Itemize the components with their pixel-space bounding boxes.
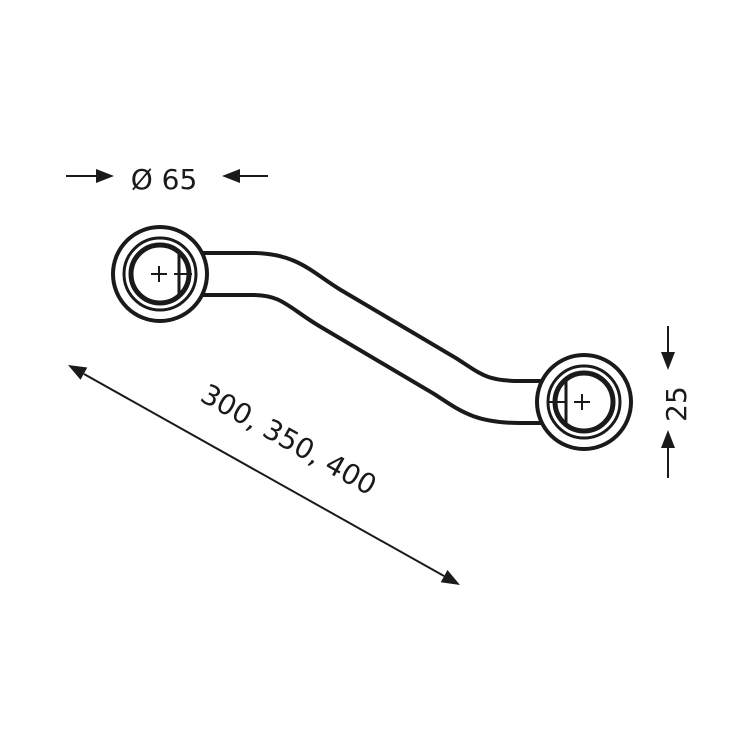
right-flange [535,353,633,451]
diameter-dimension: Ø 65 [66,163,268,196]
length-arrowhead-start [68,365,88,380]
length-dimension: 300, 350, 400 [68,365,460,585]
diameter-right-arrowhead [222,169,240,183]
length-arrowhead-end [440,570,460,585]
height-dimension: 25 [660,326,693,478]
length-arrow-line [83,373,445,577]
left-flange [111,225,209,323]
height-bottom-arrowhead [661,430,675,448]
left-flange-middle-ring [122,236,198,312]
height-top-arrowhead [661,352,675,370]
diameter-label: Ø 65 [131,163,198,196]
bar-tube-fill [182,255,560,421]
length-label: 300, 350, 400 [195,377,382,502]
diameter-left-arrowhead [96,169,114,183]
grab-bar [111,225,633,451]
height-label: 25 [660,386,693,422]
